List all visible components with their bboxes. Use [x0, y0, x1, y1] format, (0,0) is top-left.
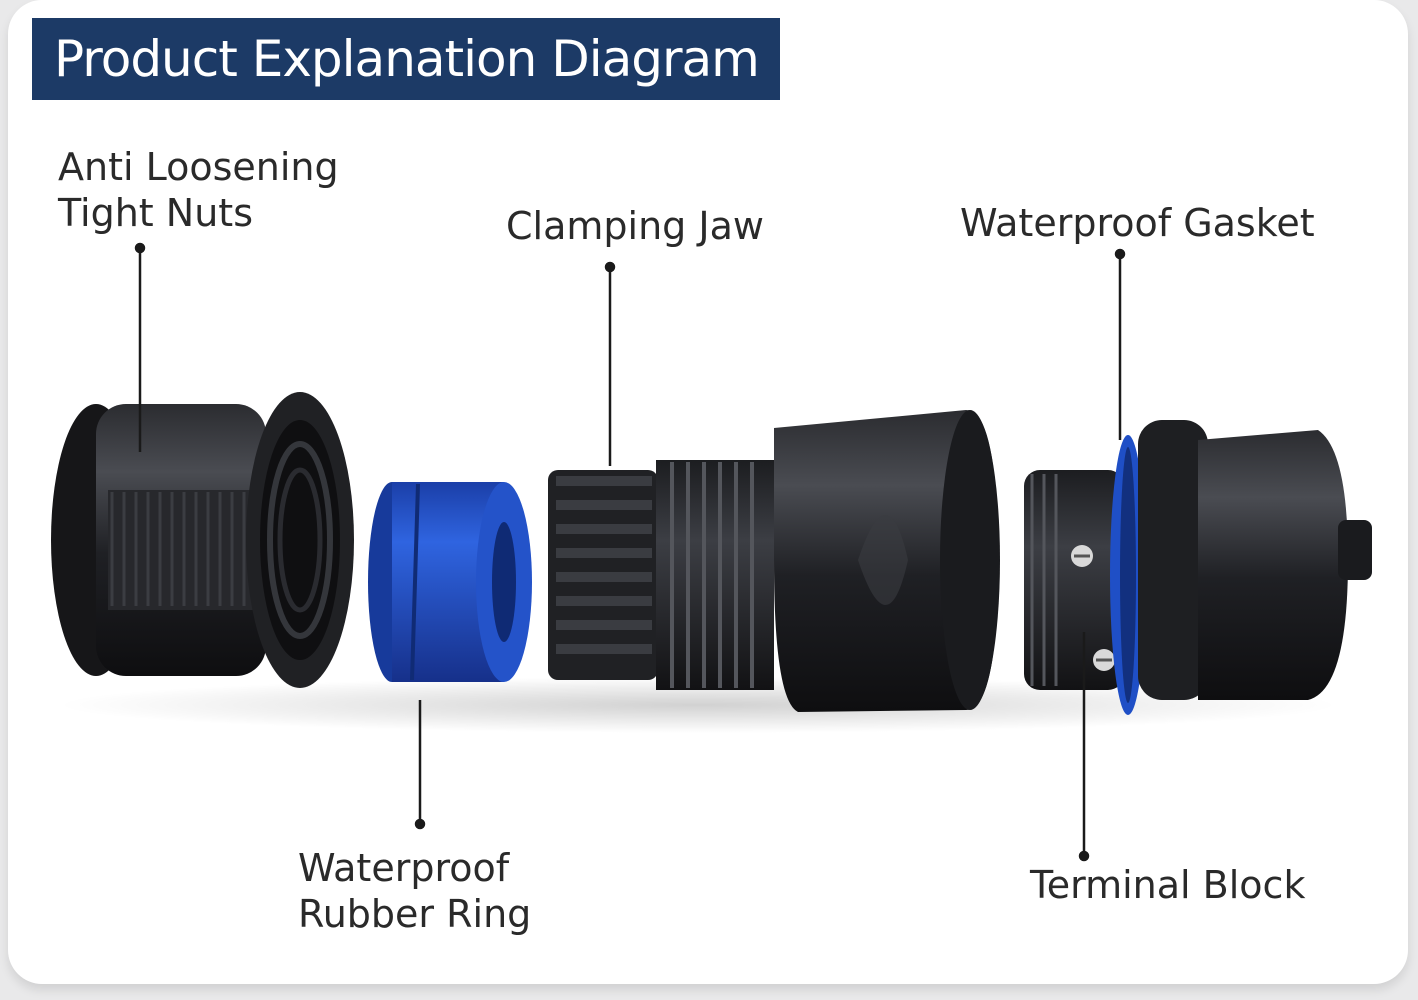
floor-shadow	[58, 677, 1338, 733]
label-anti-loosening-nuts: Anti Loosening Tight Nuts	[58, 144, 339, 236]
diagram-title: Product Explanation Diagram	[32, 18, 780, 100]
label-nuts-line2: Tight Nuts	[58, 191, 253, 235]
tight-nut-part	[51, 392, 354, 688]
waterproof-gasket-part	[1110, 435, 1146, 715]
clamping-jaw-part	[548, 460, 774, 690]
label-clamping-jaw: Clamping Jaw	[506, 204, 764, 248]
connector-illustration	[51, 242, 1372, 862]
diagram-card: Product Explanation Diagram	[8, 0, 1408, 984]
label-waterproof-gasket: Waterproof Gasket	[960, 201, 1315, 245]
label-terminal-block: Terminal Block	[1030, 863, 1306, 907]
label-ring-line2: Rubber Ring	[298, 892, 532, 936]
housing-part	[774, 410, 1000, 712]
label-waterproof-rubber-ring: Waterproof Rubber Ring	[298, 845, 531, 937]
terminal-block-part	[1024, 470, 1124, 690]
leader-lines	[134, 242, 1126, 862]
rubber-ring-part	[368, 482, 532, 682]
label-ring-line1: Waterproof	[298, 846, 510, 890]
plug-part	[1138, 420, 1372, 700]
label-nuts-line1: Anti Loosening	[58, 145, 339, 189]
